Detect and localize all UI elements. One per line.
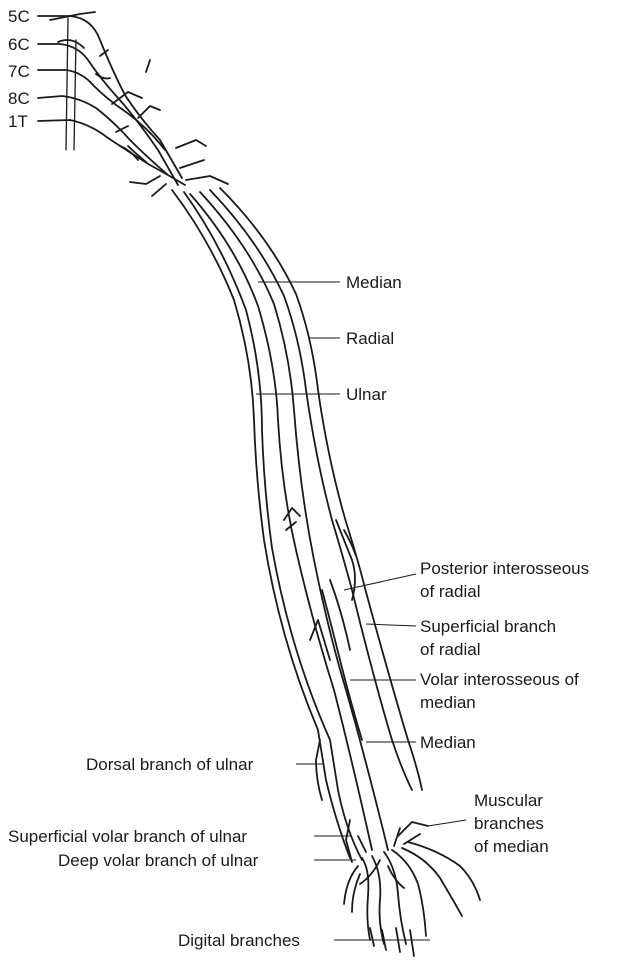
label-superficial-branch-radial-2: of radial <box>420 640 480 659</box>
label-median-lower: Median <box>420 733 476 752</box>
label-radial: Radial <box>346 329 394 348</box>
label-posterior-interosseous-1: Posterior interosseous <box>420 559 589 578</box>
label-posterior-interosseous-2: of radial <box>420 582 480 601</box>
hand-branches <box>344 822 480 956</box>
brachial-plexus <box>38 12 228 196</box>
label-ulnar: Ulnar <box>346 385 387 404</box>
label-volar-interosseous-1: Volar interosseous of <box>420 670 579 689</box>
root-label-6c: 6C <box>8 35 30 54</box>
label-dorsal-branch-ulnar: Dorsal branch of ulnar <box>86 755 254 774</box>
root-label-1t: 1T <box>8 112 28 131</box>
label-muscular-branches-2: branches <box>474 814 544 833</box>
root-label-7c: 7C <box>8 62 30 81</box>
label-volar-interosseous-2: median <box>420 693 476 712</box>
label-digital-branches: Digital branches <box>178 931 300 950</box>
label-superficial-volar-ulnar: Superficial volar branch of ulnar <box>8 827 247 846</box>
label-superficial-branch-radial-1: Superficial branch <box>420 617 556 636</box>
label-median-upper: Median <box>346 273 402 292</box>
label-deep-volar-ulnar: Deep volar branch of ulnar <box>58 851 259 870</box>
root-label-8c: 8C <box>8 89 30 108</box>
root-labels: 5C 6C 7C 8C 1T <box>8 7 30 131</box>
labels: Median Radial Ulnar Posterior interosseo… <box>8 273 589 950</box>
root-label-5c: 5C <box>8 7 30 26</box>
label-muscular-branches-3: of median <box>474 837 549 856</box>
label-muscular-branches-1: Muscular <box>474 791 543 810</box>
